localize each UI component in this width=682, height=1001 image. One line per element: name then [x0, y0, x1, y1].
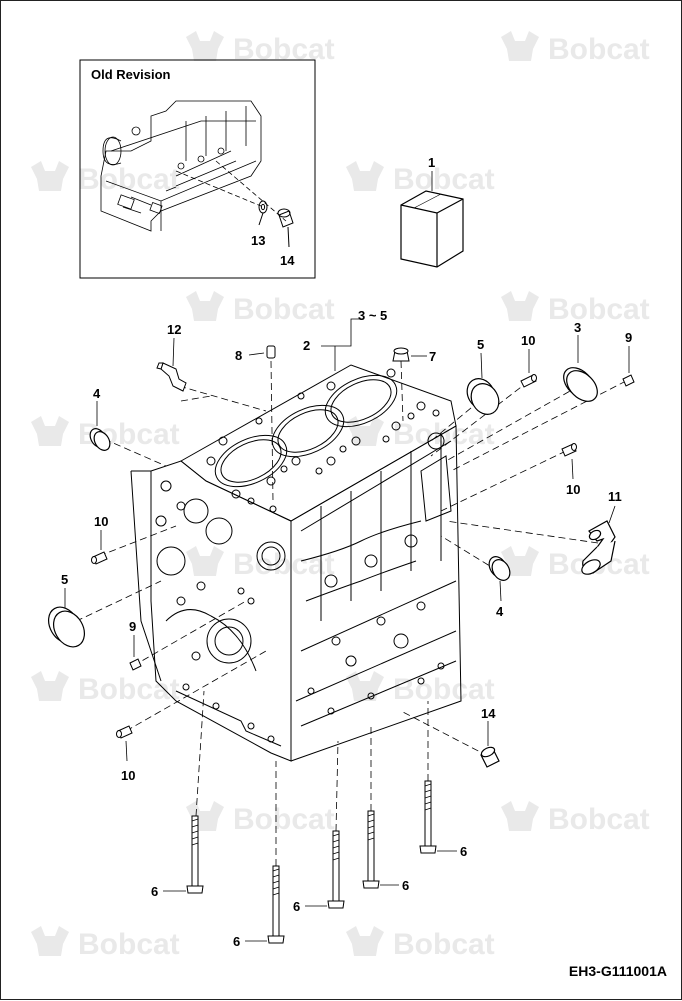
- watermark-logo: Bobcat: [501, 291, 650, 326]
- svg-text:Bobcat: Bobcat: [548, 293, 650, 326]
- watermark-layer: Bobcat Bobcat Bobcat Bobcat Bobcat Bobca…: [31, 31, 650, 961]
- svg-text:Bobcat: Bobcat: [233, 548, 335, 581]
- part-5-expansion-plug-left: [47, 588, 86, 648]
- part-12-sensor: [156, 337, 187, 392]
- part-5-expansion-plug-top: [466, 352, 500, 415]
- watermark-logo: Bobcat: [186, 31, 335, 66]
- callout-5-top: 5: [477, 337, 484, 352]
- callout-6-d: 6: [402, 878, 409, 893]
- inset-block-fragment: [100, 100, 287, 232]
- callout-6-b: 6: [233, 934, 240, 949]
- svg-text:Bobcat: Bobcat: [393, 928, 495, 961]
- assembly-lines: [65, 360, 627, 866]
- callout-6-a: 6: [151, 884, 158, 899]
- part-10-pin-left: [91, 530, 108, 565]
- callout-6-e: 6: [460, 844, 467, 859]
- callout-4-right: 4: [496, 604, 504, 619]
- inset-title: Old Revision: [91, 67, 171, 82]
- callout-10-top: 10: [521, 333, 535, 348]
- part-14-plug: [480, 721, 500, 768]
- svg-text:Bobcat: Bobcat: [233, 803, 335, 836]
- watermark-logo: Bobcat: [346, 671, 495, 706]
- part-6-bolt-b: [245, 865, 285, 944]
- part-6-bolt-d: [362, 810, 399, 889]
- svg-text:Bobcat: Bobcat: [233, 293, 335, 326]
- svg-text:Bobcat: Bobcat: [548, 33, 650, 66]
- cylinder-block: [130, 364, 462, 762]
- callout-12: 12: [167, 322, 181, 337]
- watermark-logo: Bobcat: [346, 926, 495, 961]
- part-6-bolt-a: [163, 815, 204, 894]
- part-4-expansion-plug-right: [488, 556, 511, 602]
- callout-2: 2: [303, 338, 310, 353]
- callout-3: 3: [574, 320, 581, 335]
- svg-text:Bobcat: Bobcat: [393, 163, 495, 196]
- drawing-code: EH3-G111001A: [568, 963, 667, 979]
- part-4-expansion-plug-left: [89, 401, 111, 451]
- callout-13: 13: [251, 233, 265, 248]
- watermark-logo: Bobcat: [31, 161, 180, 196]
- svg-text:Bobcat: Bobcat: [78, 673, 180, 706]
- part-6-bolt-e: [419, 780, 457, 854]
- callout-3-5: 3 ~ 5: [358, 308, 387, 323]
- watermark-logo: Bobcat: [501, 546, 650, 581]
- watermark-logo: Bobcat: [501, 801, 650, 836]
- watermark-logo: Bobcat: [501, 31, 650, 66]
- callout-7: 7: [429, 349, 436, 364]
- svg-text:Bobcat: Bobcat: [233, 33, 335, 66]
- part-7-plug: [392, 347, 427, 362]
- svg-text:Bobcat: Bobcat: [78, 928, 180, 961]
- callout-6-c: 6: [293, 899, 300, 914]
- part-10-pin-top: [520, 349, 537, 388]
- callout-14-inset: 14: [280, 253, 295, 268]
- callout-11: 11: [608, 489, 622, 504]
- watermark-logo: Bobcat: [186, 291, 335, 326]
- svg-text:Bobcat: Bobcat: [548, 803, 650, 836]
- part-1-gasket-kit: 1: [400, 155, 464, 268]
- callout-1: 1: [428, 155, 435, 170]
- svg-text:Bobcat: Bobcat: [393, 673, 495, 706]
- callout-10-bottom: 10: [121, 768, 135, 783]
- part-9-plug-left: [129, 635, 142, 671]
- callout-14: 14: [481, 706, 496, 721]
- watermark-logo: Bobcat: [186, 546, 335, 581]
- part-14-plug-inset: [277, 208, 294, 248]
- callout-9-top: 9: [625, 330, 632, 345]
- leader-2: [321, 318, 361, 371]
- callout-4-left: 4: [93, 386, 101, 401]
- watermark-logo: Bobcat: [186, 801, 335, 836]
- part-6-bolt-c: [305, 830, 345, 909]
- callout-10-left: 10: [94, 514, 108, 529]
- svg-text:Bobcat: Bobcat: [393, 418, 495, 451]
- watermark-logo: Bobcat: [31, 926, 180, 961]
- watermark-logo: Bobcat: [31, 671, 180, 706]
- old-revision-inset: 13 14: [79, 59, 316, 279]
- part-10-pin-right: [561, 443, 577, 480]
- watermark-logo: Bobcat: [346, 161, 495, 196]
- part-13-washer-inset: [258, 200, 268, 226]
- callout-8: 8: [235, 348, 242, 363]
- svg-text:Bobcat: Bobcat: [78, 163, 180, 196]
- part-10-pin-bottom: [116, 725, 133, 762]
- callout-10-right: 10: [566, 482, 580, 497]
- part-3-plug: [563, 335, 598, 402]
- part-11-elbow-pipe: [581, 505, 616, 575]
- part-9-plug-top: [622, 346, 635, 387]
- callout-9-left: 9: [129, 619, 136, 634]
- callout-5-left: 5: [61, 572, 68, 587]
- part-8-dowel-pin: [248, 345, 276, 359]
